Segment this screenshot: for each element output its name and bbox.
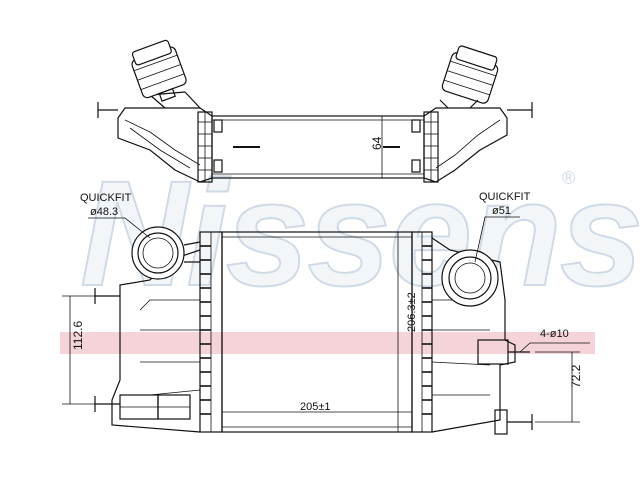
dim-holes: 4-ø10 [540, 328, 569, 340]
front-view [94, 226, 533, 435]
dim-core-width: 205±1 [300, 401, 331, 413]
dim-right-height: 72.2 [569, 364, 583, 388]
quickfit-right-label: QUICKFIT [479, 191, 531, 203]
front-left-quickfit [131, 226, 185, 280]
quickfit-left-diameter: ø48.3 [90, 206, 118, 218]
watermark-registered-mark: ® [562, 168, 575, 188]
dim-top-height: 64 [370, 136, 384, 150]
quickfit-right-diameter: ø51 [492, 205, 511, 217]
top-right-tank [423, 107, 508, 183]
top-left-tank [117, 107, 213, 183]
top-right-quickfit [441, 45, 499, 104]
front-right-quickfit [441, 249, 499, 307]
top-left-quickfit [131, 39, 187, 102]
dim-core-height: 206.3±2 [406, 292, 418, 332]
top-view: 64 [97, 39, 533, 183]
dim-left-height: 112.6 [71, 321, 85, 350]
top-left-pipe [149, 91, 201, 109]
accent-band [60, 332, 595, 354]
quickfit-left-label: QUICKFIT [80, 192, 132, 204]
